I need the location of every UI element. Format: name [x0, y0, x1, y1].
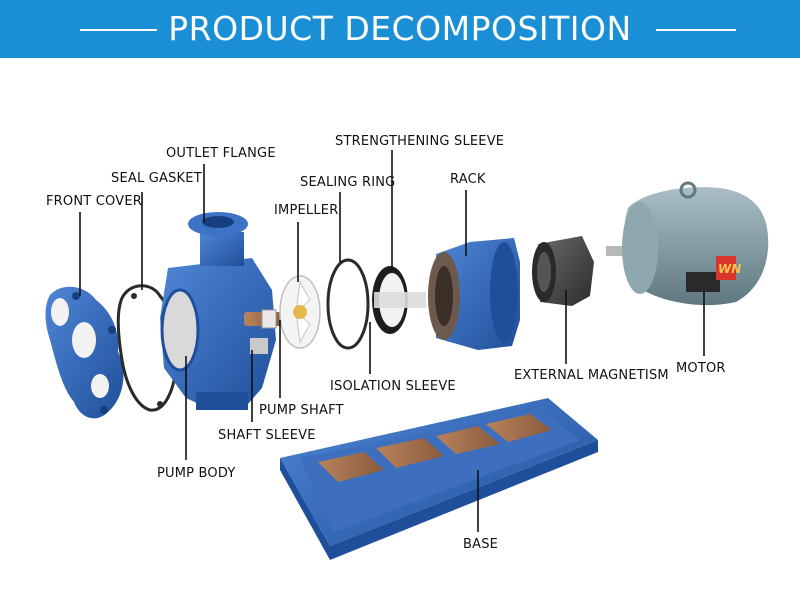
pump-body-part: [160, 212, 276, 410]
label-pump-body: PUMP BODY: [157, 466, 236, 481]
title-rule-left: [80, 29, 157, 31]
label-outlet-flange: OUTLET FLANGE: [166, 146, 276, 161]
motor-part: WN: [606, 181, 769, 306]
sealing-ring-part: [326, 258, 370, 350]
front-cover-part: [45, 286, 124, 419]
label-rack: RACK: [450, 172, 486, 187]
label-base: BASE: [463, 537, 499, 552]
shaft-sleeve-part: [244, 309, 284, 329]
external-magnetism-part: [532, 236, 594, 306]
title-rule-right: [656, 29, 736, 31]
title-banner: PRODUCT DECOMPOSITION: [0, 0, 800, 58]
label-external-magnetism: EXTERNAL MAGNETISM: [514, 368, 669, 383]
base-part: [280, 398, 598, 560]
label-sealing-ring: SEALING RING: [300, 175, 396, 190]
label-isolation-sleeve: ISOLATION SLEEVE: [330, 379, 456, 394]
label-front-cover: FRONT COVER: [46, 194, 142, 209]
isolation-sleeve-part: [372, 266, 426, 334]
label-seal-gasket: SEAL GASKET: [111, 171, 202, 186]
label-strengthening-sleeve: STRENGTHENING SLEEVE: [335, 134, 505, 149]
label-motor: MOTOR: [676, 361, 726, 376]
rack-part: [428, 238, 520, 350]
page-title: PRODUCT DECOMPOSITION: [168, 9, 632, 48]
label-shaft-sleeve: SHAFT SLEEVE: [218, 428, 316, 443]
motor-badge-text: WN: [718, 262, 741, 276]
label-impeller: IMPELLER: [274, 203, 339, 218]
leader-lines: [79, 150, 705, 532]
impeller-part: [279, 275, 321, 349]
label-pump-shaft: PUMP SHAFT: [259, 403, 344, 418]
